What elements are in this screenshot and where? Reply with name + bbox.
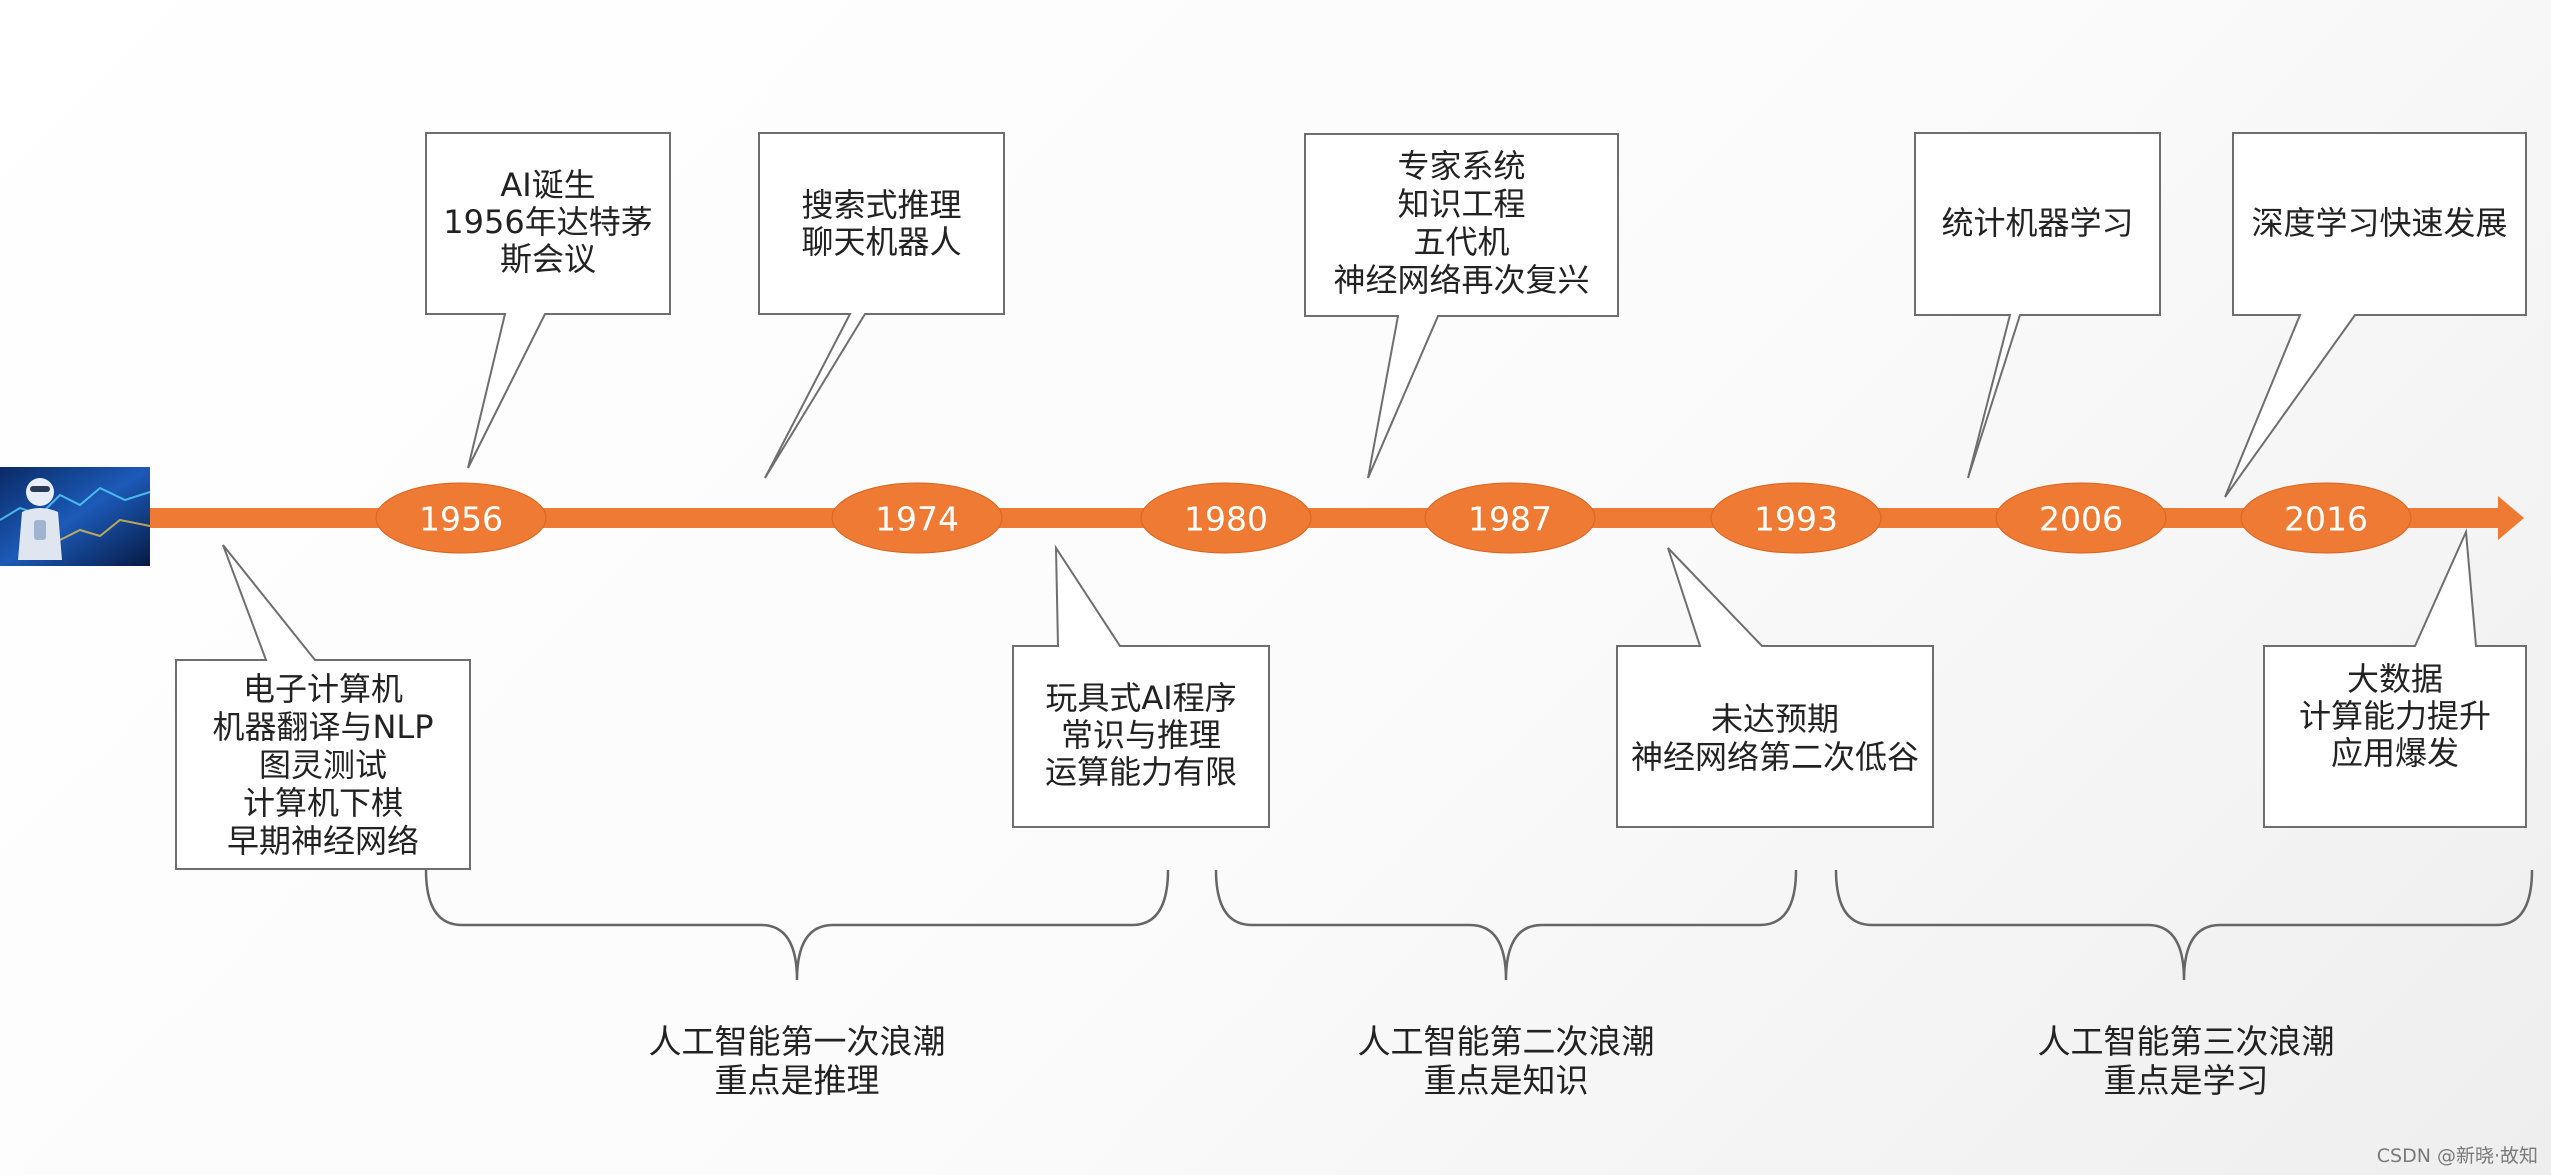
wave-brace-2 (1216, 870, 1796, 980)
callout-line: 玩具式AI程序 (1045, 679, 1236, 717)
year-marker-1993: 1993 (1711, 483, 1881, 553)
callout-line: 聊天机器人 (801, 223, 961, 261)
wave-line: 人工智能第三次浪潮 (2038, 1022, 2335, 1061)
callout-line: 机器翻译与NLP (212, 708, 433, 746)
callout-line: 1956年达特茅 (443, 203, 652, 241)
callout-top-3: 统计机器学习 (1915, 133, 2160, 478)
callout-line: 应用爆发 (2331, 734, 2459, 772)
callout-line: 大数据 (2347, 660, 2443, 698)
callout-line: 搜索式推理 (801, 186, 961, 224)
robot-ai-icon (0, 467, 150, 566)
year-marker-2016: 2016 (2241, 483, 2411, 553)
year-label: 2006 (2039, 500, 2123, 539)
wave-line: 人工智能第二次浪潮 (1358, 1022, 1655, 1061)
year-label: 1956 (419, 500, 503, 539)
callout-line: 未达预期 (1711, 700, 1839, 738)
wave-line: 人工智能第一次浪潮 (649, 1022, 946, 1061)
year-marker-1980: 1980 (1141, 483, 1311, 553)
callout-line: 深度学习快速发展 (2251, 204, 2507, 242)
callout-line: 运算能力有限 (1045, 753, 1237, 791)
callout-line: 图灵测试 (259, 746, 387, 784)
callout-line: 专家系统 (1397, 147, 1525, 185)
callout-line: 常识与推理 (1061, 716, 1221, 754)
watermark: CSDN @新晓·故知 (2377, 1145, 2538, 1167)
callout-line: 神经网络再次复兴 (1333, 261, 1589, 299)
callout-box (759, 133, 1004, 478)
callout-line: 五代机 (1413, 223, 1509, 261)
callout-line: 知识工程 (1397, 185, 1525, 223)
year-label: 1980 (1184, 500, 1268, 539)
callout-line: AI诞生 (500, 166, 595, 204)
wave-line: 重点是知识 (1424, 1061, 1589, 1100)
year-label: 1974 (875, 500, 959, 539)
year-marker-1987: 1987 (1425, 483, 1595, 553)
callout-top-4: 深度学习快速发展 (2225, 133, 2526, 497)
year-marker-1956: 1956 (376, 483, 546, 553)
year-marker-1974: 1974 (832, 483, 1002, 553)
callout-box (1915, 133, 2160, 478)
callout-box (1617, 548, 1933, 827)
callout-line: 统计机器学习 (1941, 204, 2133, 242)
year-label: 2016 (2284, 500, 2368, 539)
wave-brace-1 (426, 870, 1168, 980)
callout-line: 早期神经网络 (227, 822, 419, 860)
year-label: 1993 (1754, 500, 1838, 539)
callout-line: 斯会议 (500, 240, 596, 278)
callout-line: 计算能力提升 (2299, 697, 2491, 735)
wave-line: 重点是推理 (715, 1061, 880, 1100)
wave-brace-3 (1836, 870, 2532, 980)
callout-line: 计算机下棋 (243, 784, 403, 822)
year-label: 1987 (1468, 500, 1552, 539)
callout-line: 电子计算机 (243, 670, 403, 708)
callout-box (2225, 133, 2526, 497)
year-marker-2006: 2006 (1996, 483, 2166, 553)
wave-line: 重点是学习 (2104, 1061, 2269, 1100)
callout-line: 神经网络第二次低谷 (1631, 738, 1919, 776)
